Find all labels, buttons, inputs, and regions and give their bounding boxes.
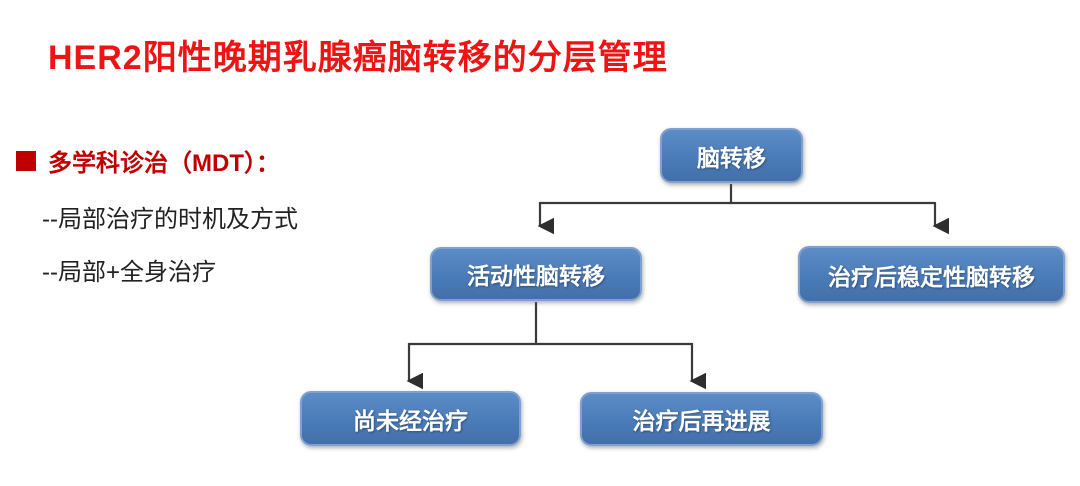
bullet-row: 多学科诊治（MDT）： [16, 143, 280, 178]
square-bullet-icon [16, 150, 36, 171]
flow-node-progression-after-treatment: 治疗后再进展 [580, 392, 823, 446]
bullet-heading: 多学科诊治（MDT）： [48, 150, 280, 177]
flow-node-stable-after-treatment: 治疗后稳定性脑转移 [798, 246, 1065, 303]
flow-node-active-brain-metastasis: 活动性脑转移 [430, 247, 642, 301]
slide-title: HER2阳性晚期乳腺癌脑转移的分层管理 [48, 39, 668, 77]
bullet-subitem-local-plus-systemic: --局部+全身治疗 [42, 259, 216, 286]
bullet-subitem-local-treatment: --局部治疗的时机及方式 [42, 206, 298, 233]
flow-node-untreated: 尚未经治疗 [300, 391, 521, 446]
flow-node-brain-metastasis: 脑转移 [660, 128, 803, 183]
